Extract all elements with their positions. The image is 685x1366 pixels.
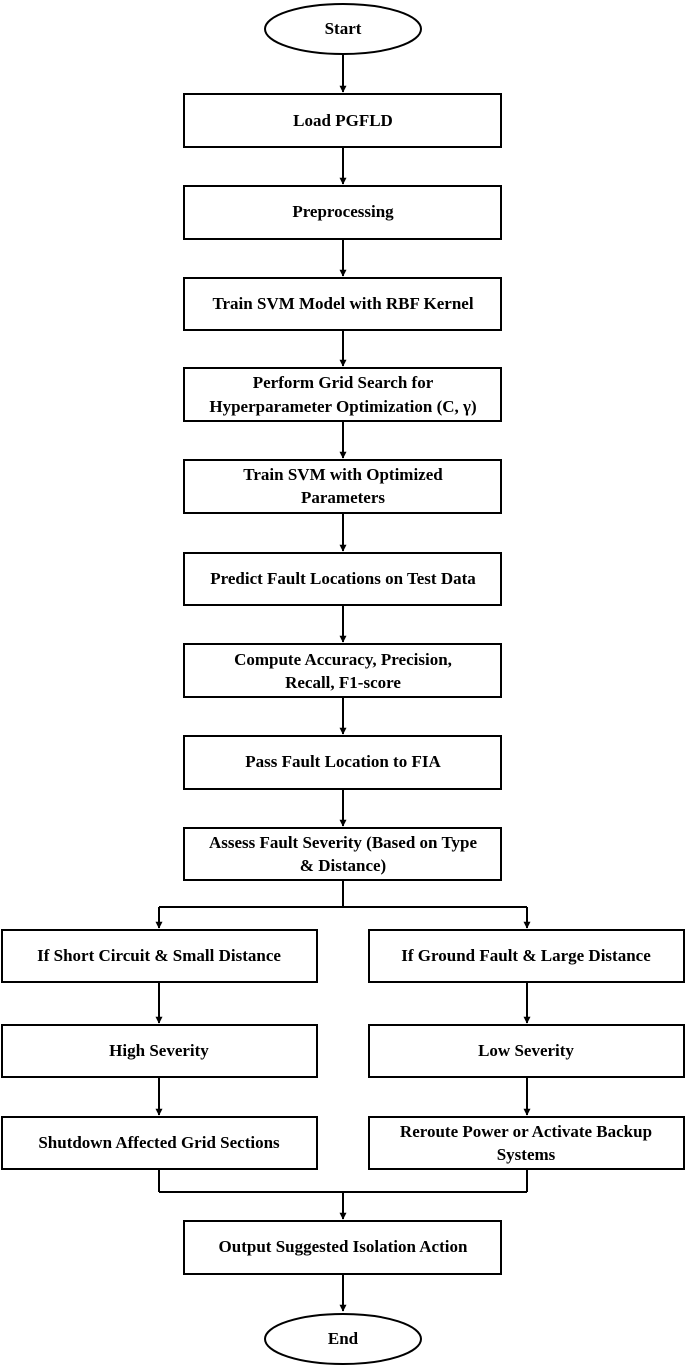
train-svm-optimized-label-line2: Parameters [301, 488, 385, 507]
reroute-step: Reroute Power or Activate Backup Systems [368, 1116, 685, 1170]
ground-fault-condition: If Ground Fault & Large Distance [368, 929, 685, 983]
assess-severity-label-line2: & Distance) [300, 856, 386, 875]
pass-fault-location-label: Pass Fault Location to FIA [245, 752, 441, 771]
end-label: End [328, 1329, 359, 1348]
reroute-label-line1: Reroute Power or Activate Backup [400, 1122, 652, 1141]
compute-metrics-step: Compute Accuracy, Precision, Recall, F1-… [183, 643, 502, 698]
ground-fault-label: If Ground Fault & Large Distance [401, 946, 651, 965]
predict-fault-step: Predict Fault Locations on Test Data [183, 552, 502, 606]
high-severity-step: High Severity [1, 1024, 318, 1078]
train-svm-optimized-label-line1: Train SVM with Optimized [243, 465, 443, 484]
reroute-label-line2: Systems [497, 1145, 556, 1164]
load-pgfld-label: Load PGFLD [293, 111, 393, 130]
load-pgfld-step: Load PGFLD [183, 93, 502, 148]
grid-search-label-line2: Hyperparameter Optimization (C, γ) [209, 397, 476, 416]
compute-metrics-label-line1: Compute Accuracy, Precision, [234, 650, 452, 669]
short-circuit-label: If Short Circuit & Small Distance [37, 946, 281, 965]
shutdown-label: Shutdown Affected Grid Sections [38, 1133, 280, 1152]
predict-fault-label: Predict Fault Locations on Test Data [210, 569, 476, 588]
low-severity-label: Low Severity [478, 1041, 574, 1060]
start-label: Start [325, 19, 362, 38]
train-svm-rbf-label: Train SVM Model with RBF Kernel [212, 294, 473, 313]
preprocessing-label: Preprocessing [292, 202, 394, 221]
grid-search-step: Perform Grid Search for Hyperparameter O… [183, 367, 502, 422]
assess-severity-step: Assess Fault Severity (Based on Type & D… [183, 827, 502, 881]
short-circuit-condition: If Short Circuit & Small Distance [1, 929, 318, 983]
train-svm-optimized-step: Train SVM with Optimized Parameters [183, 459, 502, 514]
compute-metrics-label-line2: Recall, F1-score [285, 673, 401, 692]
start-terminal: Start [264, 3, 422, 55]
grid-search-label-line1: Perform Grid Search for [253, 373, 434, 392]
assess-severity-label-line1: Assess Fault Severity (Based on Type [209, 833, 478, 852]
output-action-label: Output Suggested Isolation Action [219, 1237, 468, 1256]
train-svm-rbf-step: Train SVM Model with RBF Kernel [183, 277, 502, 331]
shutdown-step: Shutdown Affected Grid Sections [1, 1116, 318, 1170]
high-severity-label: High Severity [109, 1041, 209, 1060]
preprocessing-step: Preprocessing [183, 185, 502, 240]
output-action-step: Output Suggested Isolation Action [183, 1220, 502, 1275]
end-terminal: End [264, 1313, 422, 1365]
low-severity-step: Low Severity [368, 1024, 685, 1078]
pass-fault-location-step: Pass Fault Location to FIA [183, 735, 502, 790]
